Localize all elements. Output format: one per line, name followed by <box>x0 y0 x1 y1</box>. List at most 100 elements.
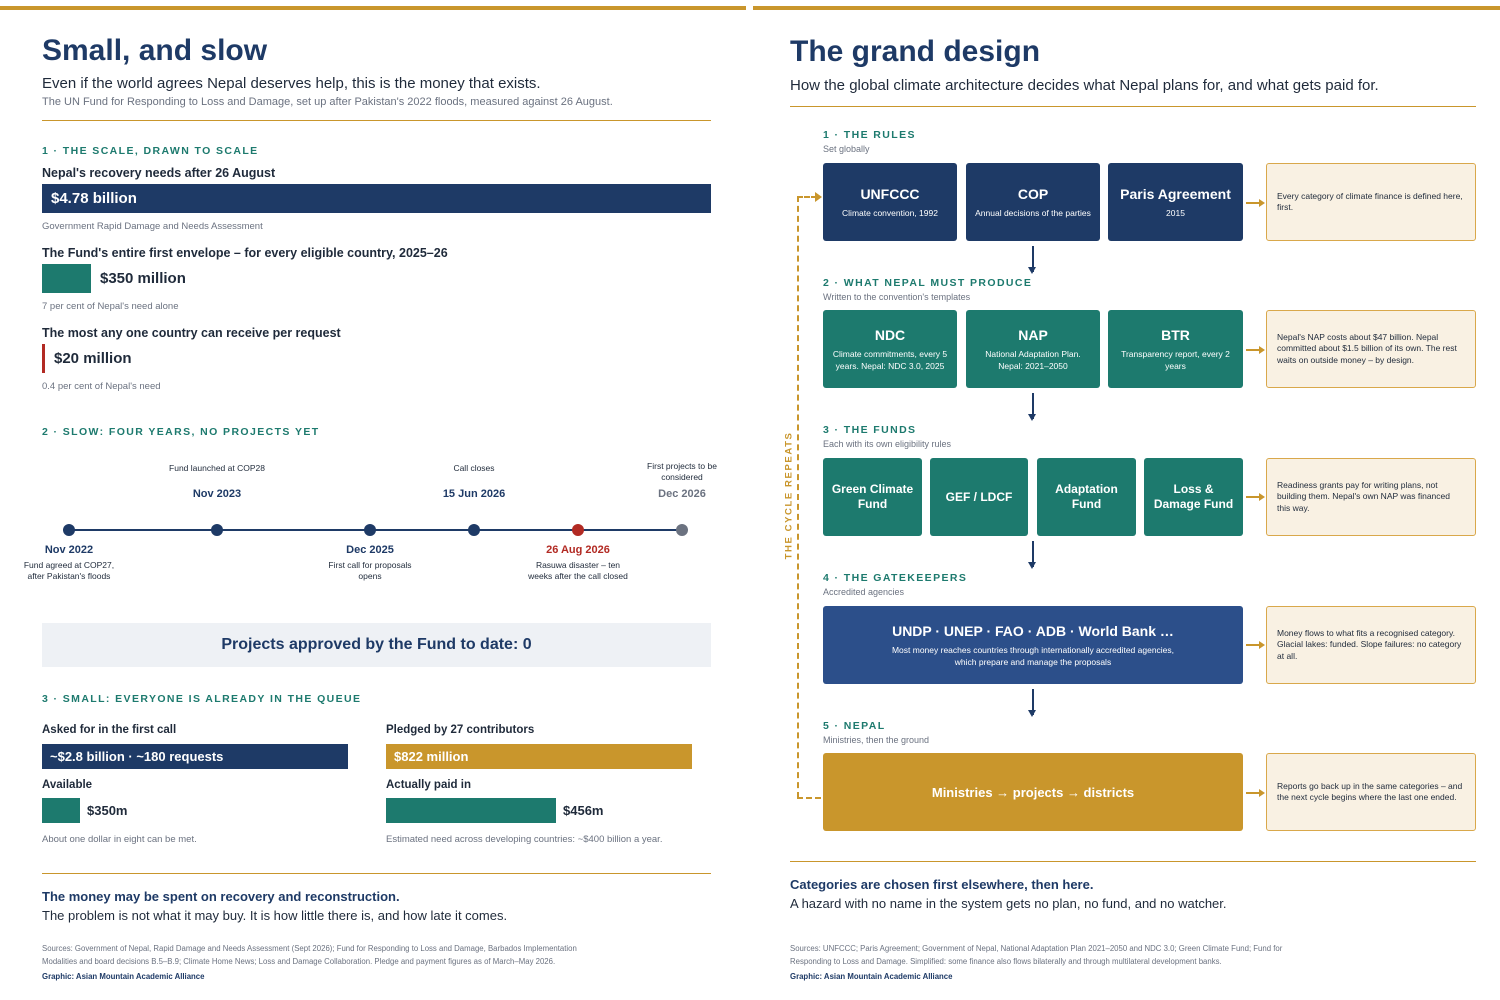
timeline-event-text: First call for proposals opens <box>328 560 412 581</box>
available-bar <box>42 798 80 823</box>
cycle-loop-top <box>797 196 817 198</box>
right-conclusion: A hazard with no name in the system gets… <box>790 896 1227 911</box>
scale-row-1-title: Nepal's recovery needs after 26 August <box>42 166 276 180</box>
nap-title: NAP <box>1018 326 1048 343</box>
timeline: Fund agreed at COP27, after Pakistan's f… <box>0 455 746 605</box>
gatekeepers-title: UNDP · UNEP · FAO · ADB · World Bank … <box>892 622 1174 639</box>
btr-text: Transparency report, every 2 years <box>1121 348 1230 371</box>
step5-heading: 5 · NEPAL <box>823 720 886 732</box>
step4-sub: Accredited agencies <box>823 587 905 597</box>
green-climate-fund-box: Green Climate Fund <box>823 458 922 536</box>
envelope-bar-label: $350 million <box>100 270 186 287</box>
right-sources: Sources: UNFCCC; Paris Agreement; Govern… <box>790 944 1283 966</box>
step4-note: Money flows to what fits a recognised ca… <box>1266 606 1476 684</box>
step1-note: Every category of climate finance is def… <box>1266 163 1476 241</box>
paris-agreement-box: Paris Agreement 2015 <box>1108 163 1243 241</box>
paris-text: 2015 <box>1166 207 1185 218</box>
right-title: The grand design <box>790 35 1041 68</box>
adaptation-fund-box: Adaptation Fund <box>1037 458 1136 536</box>
step3-heading: 3 · THE FUNDS <box>823 424 917 436</box>
asked-bar: ~$2.8 billion · ~180 requests <box>42 744 348 769</box>
left-title: Small, and slow <box>42 34 268 67</box>
right-divider <box>790 106 1476 107</box>
down-arrow-4-icon <box>1029 689 1035 717</box>
paid-title: Actually paid in <box>386 779 471 791</box>
left-credit: Graphic: Asian Mountain Academic Allianc… <box>42 972 205 981</box>
step3-side-arrow-icon <box>1246 493 1265 500</box>
scale-row-1-note: Government Rapid Damage and Needs Assess… <box>42 221 263 232</box>
step2-note: Nepal's NAP costs about $47 billion. Nep… <box>1266 310 1476 388</box>
left-sources: Sources: Government of Nepal, Rapid Dama… <box>42 944 577 966</box>
need-bar-label: $4.78 billion <box>51 190 137 207</box>
right-conclusion-bold: Categories are chosen first elsewhere, t… <box>790 877 1094 892</box>
nap-text: National Adaptation Plan. Nepal: 2021–20… <box>985 348 1081 371</box>
step4-side-arrow-icon <box>1246 641 1265 648</box>
asked-bar-label: ~$2.8 billion · ~180 requests <box>50 749 224 764</box>
scale-row-2-note: 7 per cent of Nepal's need alone <box>42 301 179 312</box>
timeline-event-text: Rasuwa disaster – ten weeks after the ca… <box>528 560 628 581</box>
left-conclusion: The problem is not what it may buy. It i… <box>42 908 508 923</box>
cycle-loop-bottom <box>797 797 821 799</box>
timeline-dot <box>364 524 376 536</box>
down-arrow-3-icon <box>1029 541 1035 569</box>
unfccc-text: Climate convention, 1992 <box>842 207 938 218</box>
cycle-arrow-icon <box>815 192 822 202</box>
unfccc-box: UNFCCC Climate convention, 1992 <box>823 163 957 241</box>
ndc-box: NDC Climate commitments, every 5 years. … <box>823 310 957 388</box>
timeline-dot <box>468 524 480 536</box>
scale-row-2-title: The Fund's entire first envelope – for e… <box>42 246 448 260</box>
timeline-event-date: Dec 2026 <box>658 488 706 500</box>
timeline-event-text: Call closes <box>453 463 495 473</box>
timeline-event-date: Nov 2023 <box>192 488 242 500</box>
available-bar-label: $350m <box>87 803 128 818</box>
timeline-event-date: 15 Jun 2026 <box>442 488 506 500</box>
approved-projects-text: Projects approved by the Fund to date: 0 <box>221 636 532 653</box>
approved-projects-banner: Projects approved by the Fund to date: 0 <box>42 623 711 667</box>
left-conclusion-bold: The money may be spent on recovery and r… <box>42 889 400 904</box>
pledged-bar-label: $822 million <box>394 749 469 764</box>
adaptation-fund-title: Adaptation Fund <box>1055 482 1118 511</box>
loss-damage-fund-box: Loss & Damage Fund <box>1144 458 1243 536</box>
down-arrow-1-icon <box>1029 246 1035 274</box>
cop-text: Annual decisions of the parties <box>975 207 1091 218</box>
left-divider <box>42 120 711 121</box>
nepal-title: Ministries → projects → districts <box>931 784 1135 800</box>
step1-heading: 1 · THE RULES <box>823 129 916 141</box>
timeline-dot <box>676 524 688 536</box>
paid-bar <box>386 798 556 823</box>
scale-row-3-note: 0.4 per cent of Nepal's need <box>42 381 161 392</box>
step5-sub: Ministries, then the ground <box>823 735 930 745</box>
pledged-bar: $822 million <box>386 744 692 769</box>
step5-note: Reports go back up in the same categorie… <box>1266 753 1476 831</box>
timeline-event-date: 26 Aug 2026 <box>546 544 610 556</box>
timeline-dot <box>211 524 223 536</box>
step2-sub: Written to the convention's templates <box>823 292 971 302</box>
timeline-event-text: First projects to be considered <box>647 461 717 482</box>
section3-heading: 3 · SMALL: EVERYONE IS ALREADY IN THE QU… <box>42 693 362 705</box>
left-top-bar <box>0 6 746 10</box>
paris-title: Paris Agreement <box>1120 185 1231 202</box>
right-subtitle: How the global climate architecture deci… <box>790 77 1379 94</box>
queue-left-note: About one dollar in eight can be met. <box>42 834 197 845</box>
paid-bar-label: $456m <box>563 803 604 818</box>
btr-title: BTR <box>1161 326 1190 343</box>
nepal-box: Ministries → projects → districts <box>823 753 1243 831</box>
timeline-event-date: Dec 2025 <box>346 544 394 556</box>
step2-side-arrow-icon <box>1246 346 1265 353</box>
cop-box: COP Annual decisions of the parties <box>966 163 1100 241</box>
timeline-event-date: Nov 2022 <box>44 544 94 556</box>
left-bottom-divider <box>42 873 711 874</box>
nap-box: NAP National Adaptation Plan. Nepal: 202… <box>966 310 1100 388</box>
gatekeepers-box: UNDP · UNEP · FAO · ADB · World Bank … M… <box>823 606 1243 684</box>
right-credit: Graphic: Asian Mountain Academic Allianc… <box>790 972 953 981</box>
unfccc-title: UNFCCC <box>860 185 920 202</box>
section1-heading: 1 · THE SCALE, DRAWN TO SCALE <box>42 145 259 157</box>
timeline-dot <box>63 524 75 536</box>
scale-row-3-title: The most any one country can receive per… <box>42 326 341 340</box>
queue-right-note: Estimated need across developing countri… <box>386 834 663 845</box>
cop-title: COP <box>1017 185 1049 202</box>
gef-title: GEF / LDCF <box>945 489 1013 504</box>
cycle-label: THE CYCLE REPEATS <box>783 431 795 560</box>
need-bar: $4.78 billion <box>42 184 711 213</box>
step3-note: Readiness grants pay for writing plans, … <box>1266 458 1476 536</box>
